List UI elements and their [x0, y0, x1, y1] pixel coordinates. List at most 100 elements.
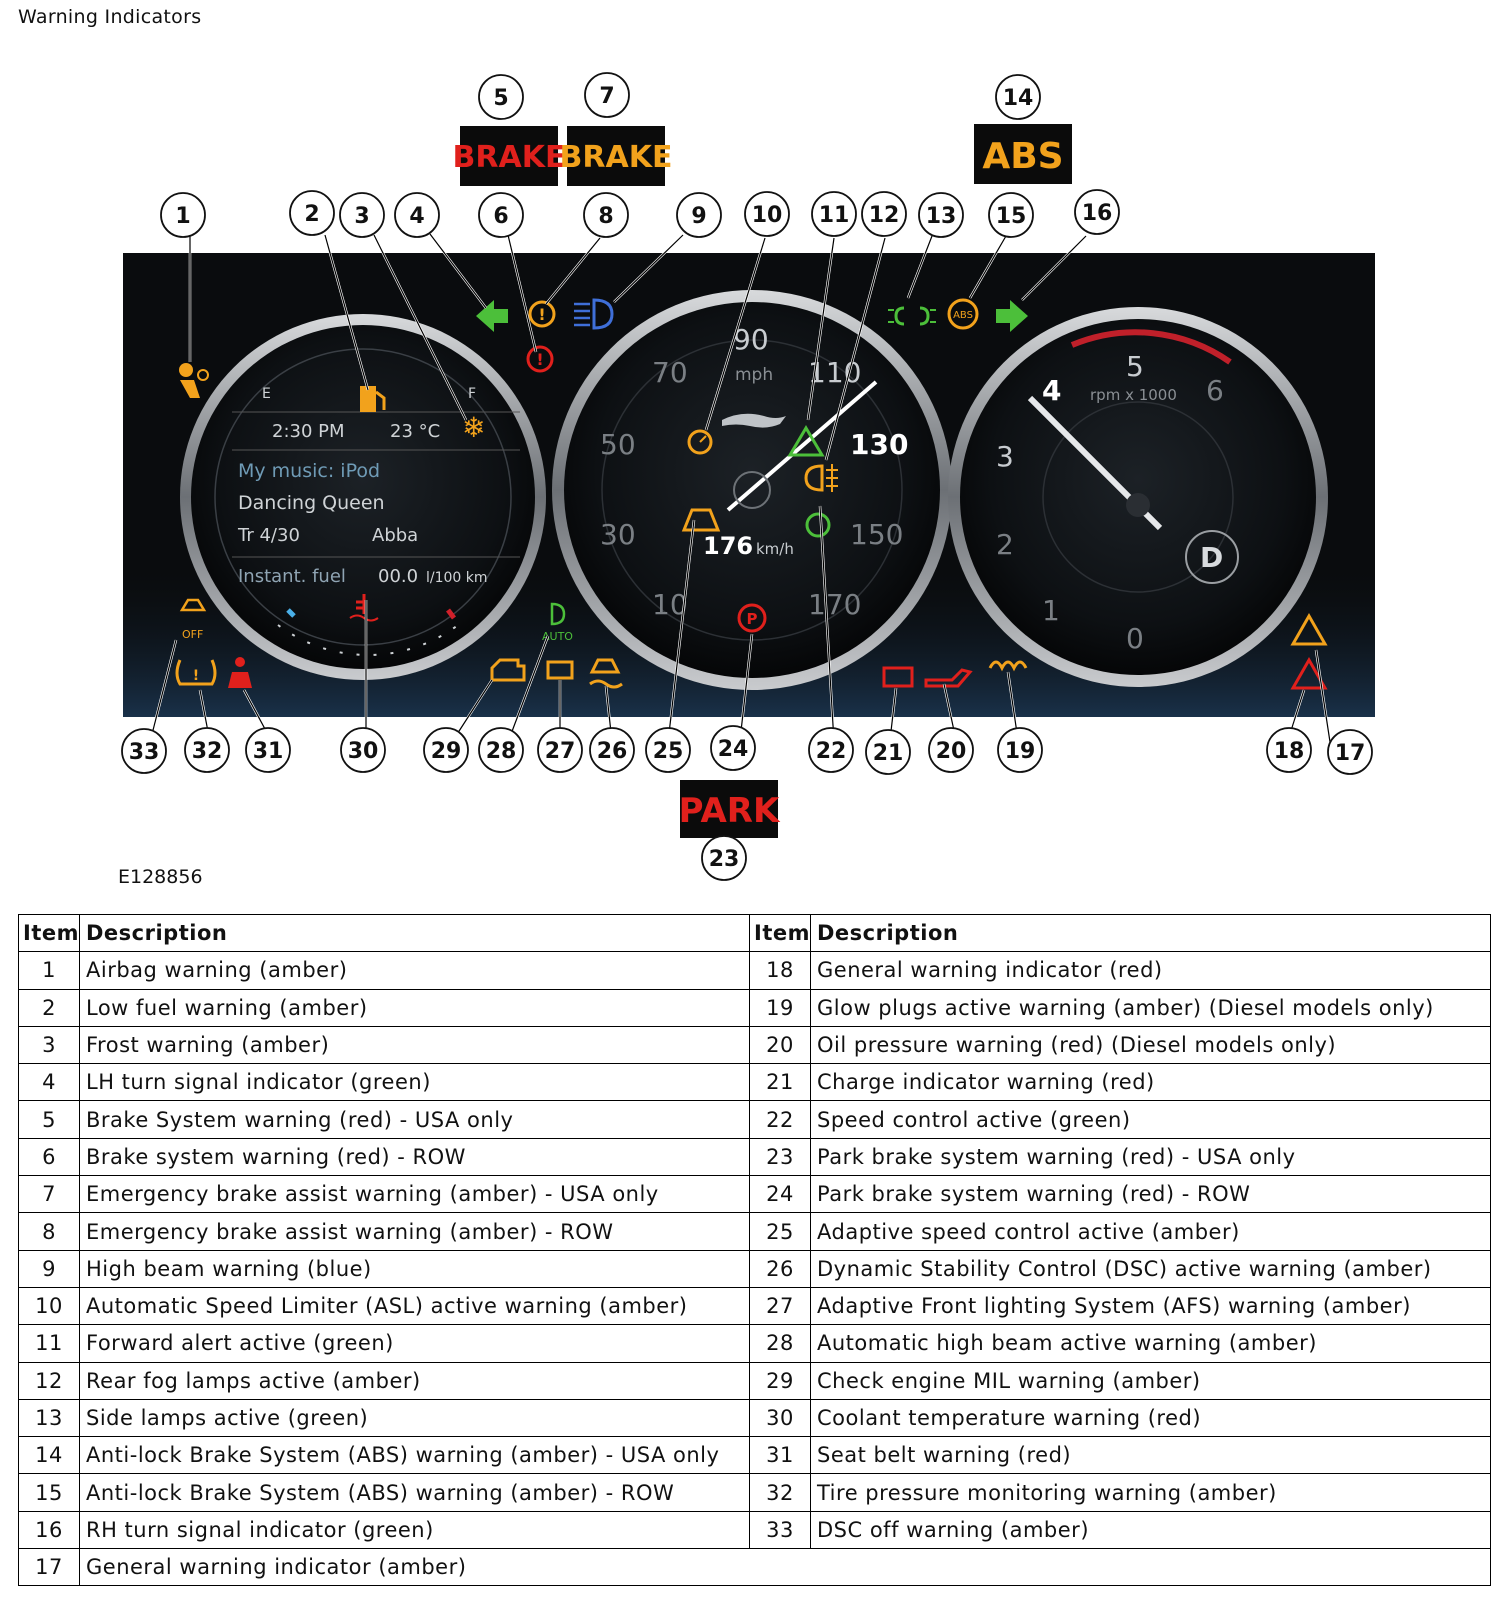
item-number: 14 — [18, 1436, 80, 1475]
speed-tick: 170 — [808, 588, 861, 621]
fuel-unit: l/100 km — [426, 570, 488, 586]
clock-time: 2:30 PM — [272, 421, 345, 442]
abs-sign-text: ABS — [982, 136, 1063, 177]
callout-number: 20 — [936, 739, 967, 764]
item-description: Park brake system warning (red) - USA on… — [810, 1137, 1491, 1177]
brake-sign-red — [460, 126, 558, 186]
item-description: Automatic Speed Limiter (ASL) active war… — [79, 1286, 750, 1326]
gear-indicator — [1185, 530, 1239, 584]
callout-15: 15 — [988, 192, 1034, 238]
check-engine-icon — [490, 658, 526, 682]
item-number: 7 — [18, 1175, 80, 1214]
item-number: 30 — [749, 1398, 811, 1438]
callout-11: 11 — [811, 191, 857, 237]
park-icon-text: P — [747, 610, 758, 628]
afs-icon — [546, 660, 574, 680]
speed-tick: 70 — [652, 356, 688, 389]
table-header-row: Item Description Item Description — [18, 913, 1491, 953]
callout-13: 13 — [918, 192, 964, 238]
callout-19: 19 — [997, 727, 1043, 773]
item-number: 12 — [18, 1361, 80, 1400]
callout-27: 27 — [537, 727, 583, 773]
gear-letter: D — [1200, 541, 1223, 574]
speed-tick: 50 — [600, 428, 636, 461]
fuel-label: Instant. fuel — [238, 566, 346, 587]
callout-number: 21 — [873, 741, 904, 766]
brake-warning-icon: ! — [526, 345, 554, 373]
callout-number: 29 — [431, 739, 462, 764]
callout-1: 1 — [160, 192, 206, 238]
digital-speed: 176 — [703, 532, 753, 560]
brake-sign-amber — [567, 126, 665, 186]
speed-limiter-icon — [687, 429, 713, 455]
outside-temp: 23 °C — [390, 421, 440, 442]
coolant-hot-mark — [446, 608, 456, 620]
callout-3: 3 — [339, 192, 385, 238]
callout-number: 10 — [752, 203, 783, 228]
media-track-number: Tr 4/30 — [237, 525, 300, 546]
item-number: 26 — [749, 1249, 811, 1288]
item-number: 10 — [18, 1286, 80, 1326]
general-warning-amber-icon — [1290, 612, 1328, 646]
item-description: Automatic high beam active warning (ambe… — [810, 1324, 1491, 1363]
item-description: Airbag warning (amber) — [79, 951, 750, 990]
callout-number: 30 — [348, 739, 379, 764]
item-description: Oil pressure warning (red) (Diesel model… — [810, 1025, 1491, 1065]
rpm-tick: 1 — [1042, 594, 1060, 627]
callout-9: 9 — [676, 192, 722, 238]
brake-assist-icon: ! — [528, 300, 556, 328]
item-description: Charge indicator warning (red) — [810, 1063, 1491, 1102]
fuel-empty-label: E — [262, 386, 271, 402]
item-number: 2 — [18, 988, 80, 1027]
coolant-cold-mark — [286, 608, 296, 618]
callout-number: 14 — [1003, 86, 1034, 111]
item-number: 5 — [18, 1100, 80, 1139]
rear-fog-icon — [804, 464, 838, 492]
media-track: Dancing Queen — [238, 492, 385, 514]
item-number: 13 — [18, 1398, 80, 1438]
item-description: Adaptive speed control active (amber) — [810, 1212, 1491, 1251]
callout-30: 30 — [340, 727, 386, 773]
item-description: DSC off warning (amber) — [810, 1510, 1491, 1550]
speed-needle — [726, 380, 878, 512]
item-description: General warning indicator (red) — [810, 951, 1491, 990]
callout-4: 4 — [394, 192, 440, 238]
item-number: 6 — [18, 1137, 80, 1177]
left-gauge — [180, 314, 546, 680]
callout-29: 29 — [423, 727, 469, 773]
park-sign-text: PARK — [679, 791, 781, 831]
rh-turn-signal-icon — [996, 300, 1028, 332]
rpm-tick: 4 — [1042, 374, 1061, 407]
item-description: Anti-lock Brake System (ABS) warning (am… — [79, 1473, 750, 1512]
item-number: 28 — [749, 1324, 811, 1363]
side-lamps-icon — [888, 306, 936, 326]
item-description: Rear fog lamps active (amber) — [79, 1361, 750, 1400]
seat-belt-icon — [228, 657, 252, 688]
callout-21: 21 — [865, 729, 911, 775]
item-number: 19 — [749, 988, 811, 1027]
digital-speed-unit: km/h — [756, 540, 794, 558]
oil-pressure-icon — [924, 668, 973, 688]
callout-24: 24 — [710, 725, 756, 771]
callout-number: 16 — [1082, 201, 1113, 226]
callout-number: 22 — [816, 739, 847, 764]
item-number: 22 — [749, 1100, 811, 1139]
dsc-off-text: OFF — [182, 628, 203, 641]
fuel-full-label: F — [468, 386, 476, 402]
item-number: 17 — [18, 1548, 80, 1587]
callout-number: 5 — [493, 86, 508, 111]
speed-tick: 30 — [600, 518, 636, 551]
rpm-unit: rpm x 1000 — [1090, 386, 1177, 404]
general-warning-red-icon — [1290, 656, 1328, 690]
